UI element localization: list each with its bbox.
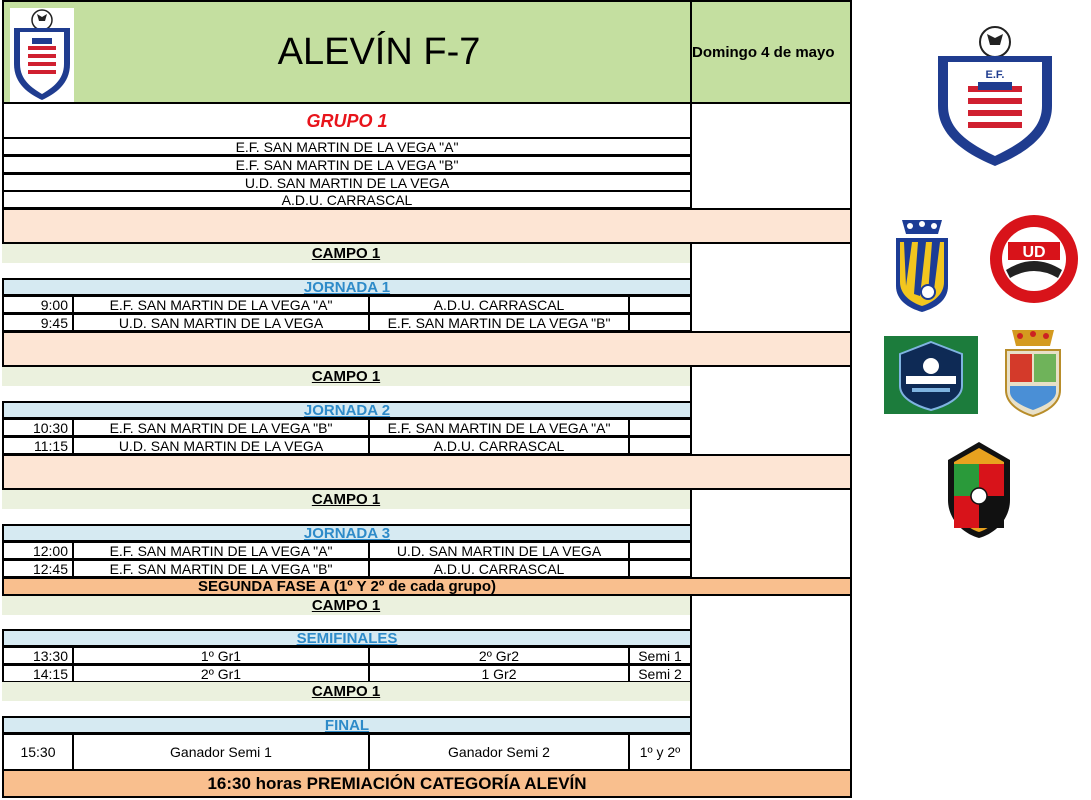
match-extra: [628, 541, 692, 560]
team-row: E.F. SAN MARTIN DE LA VEGA "A": [2, 137, 692, 156]
separator-band: [2, 331, 852, 367]
match-home: E.F. SAN MARTIN DE LA VEGA "B": [72, 559, 370, 578]
match-extra: [628, 418, 692, 437]
match-extra: [628, 313, 692, 332]
field-row: [2, 596, 690, 615]
separator-band: [2, 208, 852, 244]
match-extra: [628, 295, 692, 314]
final-time: 15:30: [2, 733, 74, 771]
date-label: Domingo 4 de mayo: [692, 43, 835, 61]
adu-carrascal-crest-icon: [896, 220, 948, 312]
match-home: E.F. SAN MARTIN DE LA VEGA "A": [72, 295, 370, 314]
match-home: U.D. SAN MARTIN DE LA VEGA: [72, 436, 370, 455]
match-home: 2º Gr1: [72, 664, 370, 683]
field-row: [2, 367, 690, 386]
field-label: CAMPO 1: [311, 491, 381, 508]
ud-san-martin-crest-icon: UD: [984, 212, 1084, 306]
match-away: 1 Gr2: [368, 664, 630, 683]
field-label: CAMPO 1: [311, 683, 381, 700]
match-time: 13:30: [2, 646, 74, 665]
match-time: 9:00: [2, 295, 74, 314]
final-title: FINAL: [2, 716, 692, 734]
match-home: 1º Gr1: [72, 646, 370, 665]
field-label: CAMPO 1: [311, 597, 381, 614]
page-title: ALEVÍN F-7: [277, 31, 481, 73]
date-cell: Domingo 4 de mayo: [690, 0, 852, 104]
match-away: E.F. SAN MARTIN DE LA VEGA "B": [368, 313, 630, 332]
villa-crest-icon: [948, 442, 1010, 538]
jornada-title: JORNADA 3: [2, 524, 692, 542]
match-away: A.D.U. CARRASCAL: [368, 295, 630, 314]
svg-text:E.F.: E.F.: [986, 69, 1005, 81]
match-time: 12:45: [2, 559, 74, 578]
group-title: GRUPO 1: [2, 102, 692, 139]
team-row: A.D.U. CARRASCAL: [2, 190, 692, 209]
team-row: E.F. SAN MARTIN DE LA VEGA "B": [2, 155, 692, 174]
match-time: 10:30: [2, 418, 74, 437]
match-time: 14:15: [2, 664, 74, 683]
match-home: U.D. SAN MARTIN DE LA VEGA: [72, 313, 370, 332]
right-column: [690, 102, 852, 772]
field-row: [2, 490, 690, 509]
final-label: 1º y 2º: [628, 733, 692, 771]
match-time: 11:15: [2, 436, 74, 455]
separator-band: [2, 454, 852, 490]
field-label: CAMPO 1: [311, 368, 381, 385]
match-away: E.F. SAN MARTIN DE LA VEGA "A": [368, 418, 630, 437]
town-coat-of-arms-icon: [998, 326, 1068, 418]
jornada-title: JORNADA 2: [2, 401, 692, 419]
match-away: A.D.U. CARRASCAL: [368, 436, 630, 455]
ef-san-martin-crest-icon: E.F.: [938, 26, 1052, 166]
match-time: 9:45: [2, 313, 74, 332]
field-row: [2, 244, 690, 263]
svg-text:UD: UD: [1022, 244, 1045, 261]
semifinals-title: SEMIFINALES: [2, 629, 692, 647]
jornada-title: JORNADA 1: [2, 278, 692, 296]
field-label: CAMPO 1: [311, 245, 381, 262]
match-extra: [628, 436, 692, 455]
match-label: Semi 1: [628, 646, 692, 665]
match-time: 12:00: [2, 541, 74, 560]
second-phase-banner: SEGUNDA FASE A (1º Y 2º de cada grupo): [2, 577, 852, 596]
match-home: E.F. SAN MARTIN DE LA VEGA "B": [72, 418, 370, 437]
final-home: Ganador Semi 1: [72, 733, 370, 771]
match-away: 2º Gr2: [368, 646, 630, 665]
match-away: A.D.U. CARRASCAL: [368, 559, 630, 578]
final-away: Ganador Semi 2: [368, 733, 630, 771]
match-extra: [628, 559, 692, 578]
match-home: E.F. SAN MARTIN DE LA VEGA "A": [72, 541, 370, 560]
match-away: U.D. SAN MARTIN DE LA VEGA: [368, 541, 630, 560]
club-crest-small: [10, 8, 74, 102]
santa-elena-crest-icon: [884, 336, 978, 414]
match-label: Semi 2: [628, 664, 692, 683]
award-banner: 16:30 horas PREMIACIÓN CATEGORÍA ALEVÍN: [2, 769, 852, 798]
header-title-cell: ALEVÍN F-7: [2, 0, 692, 104]
field-row: [2, 682, 690, 701]
